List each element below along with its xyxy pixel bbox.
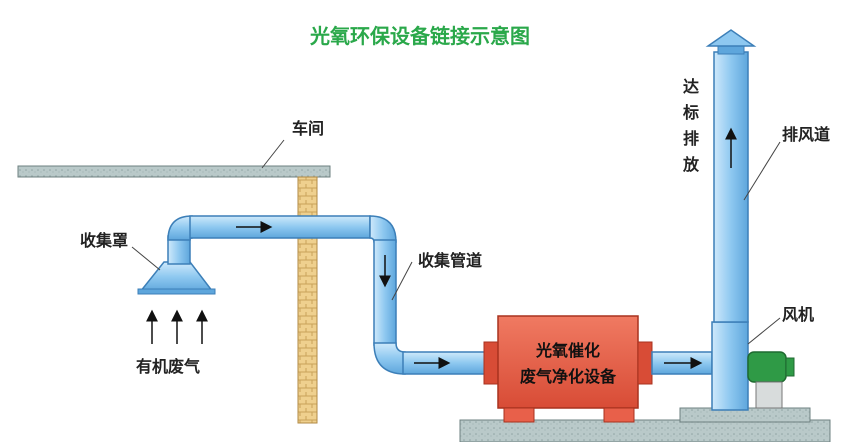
- exhaust-stack: [713, 51, 749, 323]
- label-compliant-3: 排: [683, 129, 699, 148]
- unit-leg-left: [503, 407, 535, 423]
- label-hood: 收集罩: [80, 231, 128, 250]
- leader-workshop: [261, 139, 285, 169]
- label-compliant-1: 达: [683, 77, 699, 96]
- workshop-ceiling: [17, 165, 331, 178]
- leader-exhaust: [743, 141, 781, 201]
- label-organic-gas: 有机废气: [136, 357, 200, 376]
- diagram-title: 光氧环保设备链接示意图: [309, 24, 530, 48]
- ground-slab: [459, 419, 831, 442]
- unit-inlet-flange: [483, 341, 499, 385]
- unit-label-line2: 废气净化设备: [520, 367, 617, 386]
- horizontal-duct-upper: [189, 215, 371, 239]
- leader-fan: [747, 317, 781, 345]
- duct-elbow-2: [369, 215, 397, 243]
- fan-housing: [711, 321, 749, 411]
- duct-elbow-3: [373, 342, 406, 375]
- stack-cap: [705, 29, 757, 47]
- unit-leg-right: [603, 407, 635, 423]
- purification-unit: [497, 315, 639, 409]
- label-workshop: 车间: [292, 119, 324, 138]
- label-compliant-4: 放: [682, 155, 700, 174]
- leader-duct: [391, 261, 413, 301]
- motor-stand: [755, 381, 783, 409]
- collection-hood: [138, 261, 215, 293]
- brick-column: [297, 176, 318, 424]
- leader-hood: [131, 246, 161, 271]
- label-fan: 风机: [782, 305, 814, 324]
- label-exhaust-duct: 排风道: [782, 125, 830, 144]
- duct-elbow-1: [167, 215, 193, 241]
- unit-label-line1: 光氧催化: [535, 341, 600, 360]
- motor-cap: [785, 357, 795, 377]
- label-duct: 收集管道: [418, 251, 482, 270]
- label-compliant-2: 标: [682, 103, 699, 122]
- fan-motor: [747, 351, 787, 383]
- unit-outlet-flange: [637, 341, 653, 385]
- hood-rim: [137, 288, 216, 295]
